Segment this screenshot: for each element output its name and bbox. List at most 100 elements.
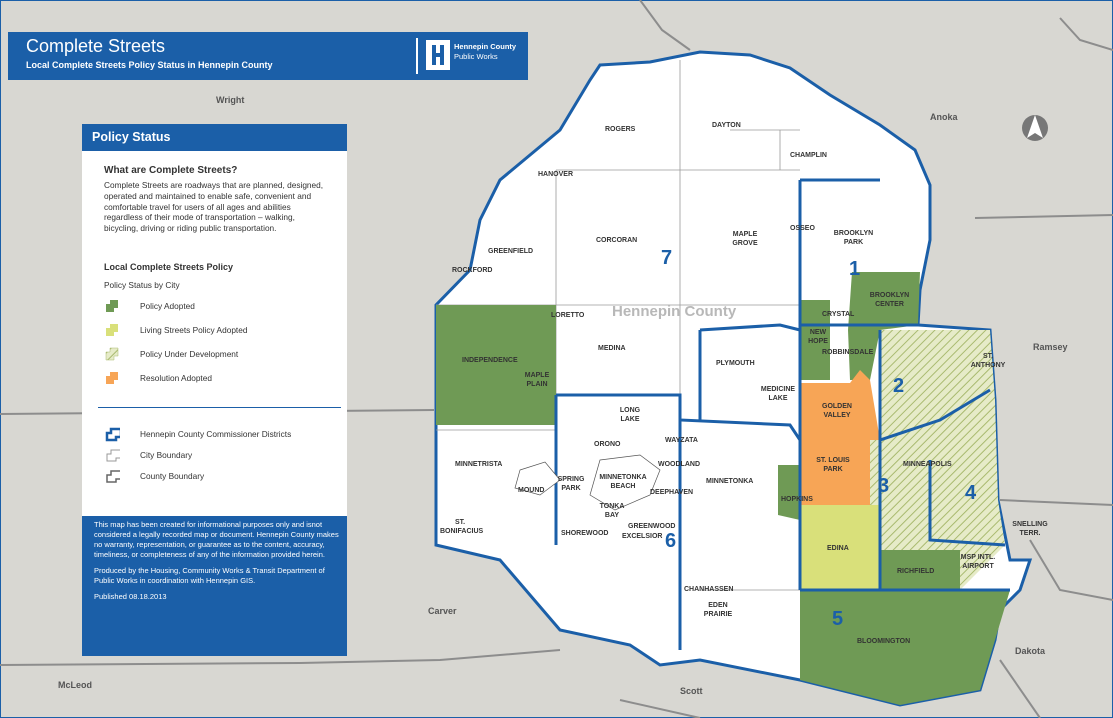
- city-label-rockford: ROCKFORD: [452, 267, 493, 274]
- city-label-excelsior: EXCELSIOR: [622, 533, 663, 540]
- city-label-medina: MEDINA: [598, 345, 626, 352]
- panel-question: What are Complete Streets?: [104, 165, 238, 176]
- city-label-spring-park: SPRING PARK: [557, 476, 585, 492]
- city-label-crystal: CRYSTAL: [822, 311, 855, 318]
- new-hope-area: [800, 300, 830, 380]
- district-3: 3: [878, 475, 890, 497]
- commissioner-districts: [554, 178, 1010, 650]
- district-6: 6: [665, 530, 677, 552]
- city-label-bloomington: BLOOMINGTON: [857, 638, 911, 645]
- city-label-corcoran: CORCORAN: [596, 237, 638, 244]
- published-date: Published 08.18.2013: [94, 592, 167, 601]
- under-development-swatch: [105, 347, 119, 361]
- disclaimer-text: This map has been created for informatio…: [94, 520, 339, 559]
- city-label-brooklyn-center: BROOKLYN CENTER: [869, 292, 910, 308]
- map-title: Complete Streets: [26, 36, 166, 56]
- county-label-mcleod: McLeod: [58, 680, 93, 690]
- city-label-minnetonka: MINNETONKA: [706, 478, 754, 485]
- district-4: 4: [965, 482, 977, 504]
- city-label-deephaven: DEEPHAVEN: [650, 489, 694, 496]
- city-label-richfield: RICHFIELD: [897, 568, 935, 575]
- hopkins-area: [778, 465, 800, 520]
- north-arrow-icon: [1022, 115, 1048, 141]
- living-streets-swatch: [106, 324, 118, 336]
- city-label-tonka-bay: TONKA BAY: [599, 503, 625, 519]
- hennepin-county-label: Hennepin County: [612, 303, 737, 320]
- county-label-dakota: Dakota: [1015, 646, 1046, 656]
- city-label-st-louis-park: ST. LOUIS PARK: [816, 457, 850, 473]
- city-label-rogers: ROGERS: [605, 126, 636, 133]
- city-label-long-lake: LONG LAKE: [619, 407, 641, 423]
- city-label-hanover: HANOVER: [538, 171, 574, 178]
- city-label-minnetrista: MINNETRISTA: [455, 461, 503, 468]
- lakes: [514, 454, 661, 511]
- bloomington-area: [800, 590, 1010, 705]
- minneapolis-area: [870, 330, 1005, 590]
- legend-panel: Policy Status What are Complete Streets?…: [82, 124, 347, 656]
- county-label-wright: Wright: [216, 95, 245, 105]
- city-label-greenwood: GREENWOOD: [628, 523, 676, 530]
- golden-valley-area: [800, 370, 880, 440]
- panel-title: Policy Status: [82, 124, 347, 151]
- city-label-st-bonifacius: ST. BONIFACIUS: [440, 519, 484, 535]
- map-subtitle: Local Complete Streets Policy Status in …: [26, 60, 273, 70]
- district-7: 7: [661, 247, 673, 269]
- city-label-loretto: LORETTO: [551, 312, 585, 319]
- richfield-area: [880, 550, 960, 590]
- city-label-greenfield: GREENFIELD: [488, 248, 534, 255]
- city-label-brooklyn-park: BROOKLYN PARK: [833, 230, 874, 246]
- logo-line-2: Public Works: [454, 52, 498, 61]
- city-label-msp-airport: MSP INTL. AIRPORT: [960, 554, 996, 570]
- district-5: 5: [832, 608, 844, 630]
- produced-by-text: Produced by the Housing, Community Works…: [94, 566, 325, 585]
- policy-heading: Local Complete Streets Policy: [104, 262, 234, 272]
- map-header: Complete Streets Local Complete Streets …: [8, 32, 528, 80]
- city-boundary-swatch: [106, 449, 120, 462]
- logo-divider: [416, 38, 418, 74]
- policy-adopted-swatch: [106, 300, 118, 312]
- independence-area: [436, 305, 556, 425]
- city-label-shorewood: SHOREWOOD: [561, 530, 609, 537]
- edina-area: [800, 505, 880, 590]
- city-label-snelling-terr: SNELLING TERR.: [1012, 521, 1048, 537]
- county-label-ramsey: Ramsey: [1033, 342, 1068, 352]
- city-label-robbinsdale: ROBBINSDALE: [822, 349, 874, 356]
- city-label-chanhassen: CHANHASSEN: [684, 586, 734, 593]
- city-label-orono: ORONO: [594, 441, 621, 448]
- city-label-medicine-lake: MEDICINE LAKE: [760, 386, 796, 402]
- panel-definition: Complete Streets are roadways that are p…: [104, 180, 324, 234]
- city-label-minnetonka-beach: MINNETONKA BEACH: [599, 474, 647, 490]
- district-1: 1: [849, 258, 861, 280]
- city-label-wayzata: WAYZATA: [665, 437, 698, 444]
- resolution-swatch: [106, 372, 118, 384]
- city-label-minneapolis: MINNEAPOLIS: [903, 461, 952, 468]
- city-label-plymouth: PLYMOUTH: [716, 360, 755, 367]
- city-label-independence: INDEPENDENCE: [462, 357, 518, 364]
- county-label-carver: Carver: [428, 606, 457, 616]
- city-label-eden-prairie: EDEN PRAIRIE: [703, 602, 733, 618]
- logo-line-1: Hennepin County: [454, 42, 517, 51]
- disclaimer-box: This map has been created for informatio…: [82, 516, 347, 656]
- city-label-maple-plain: MAPLE PLAIN: [524, 372, 550, 388]
- city-label-champlin: CHAMPLIN: [790, 152, 827, 159]
- hennepin-logo-icon: [426, 40, 450, 70]
- city-label-new-hope: NEW HOPE: [808, 329, 828, 345]
- city-label-woodland: WOODLAND: [658, 461, 700, 468]
- district-boundary-swatch: [105, 427, 120, 442]
- county-label-scott: Scott: [680, 686, 703, 696]
- city-label-maple-grove: MAPLE GROVE: [732, 231, 758, 247]
- status-heading: Policy Status by City: [104, 280, 180, 290]
- legend-divider: [98, 407, 341, 408]
- city-label-hopkins: HOPKINS: [781, 496, 813, 503]
- city-label-mound: MOUND: [518, 487, 545, 494]
- city-label-edina: EDINA: [827, 545, 849, 552]
- county-label-anoka: Anoka: [930, 112, 958, 122]
- city-label-st-anthony: ST. ANTHONY: [970, 353, 1006, 369]
- st-louis-park-area: [800, 440, 870, 505]
- district-2: 2: [893, 375, 905, 397]
- city-label-dayton: DAYTON: [712, 122, 741, 129]
- city-label-golden-valley: GOLDEN VALLEY: [822, 403, 852, 419]
- city-label-osseo: OSSEO: [790, 225, 815, 232]
